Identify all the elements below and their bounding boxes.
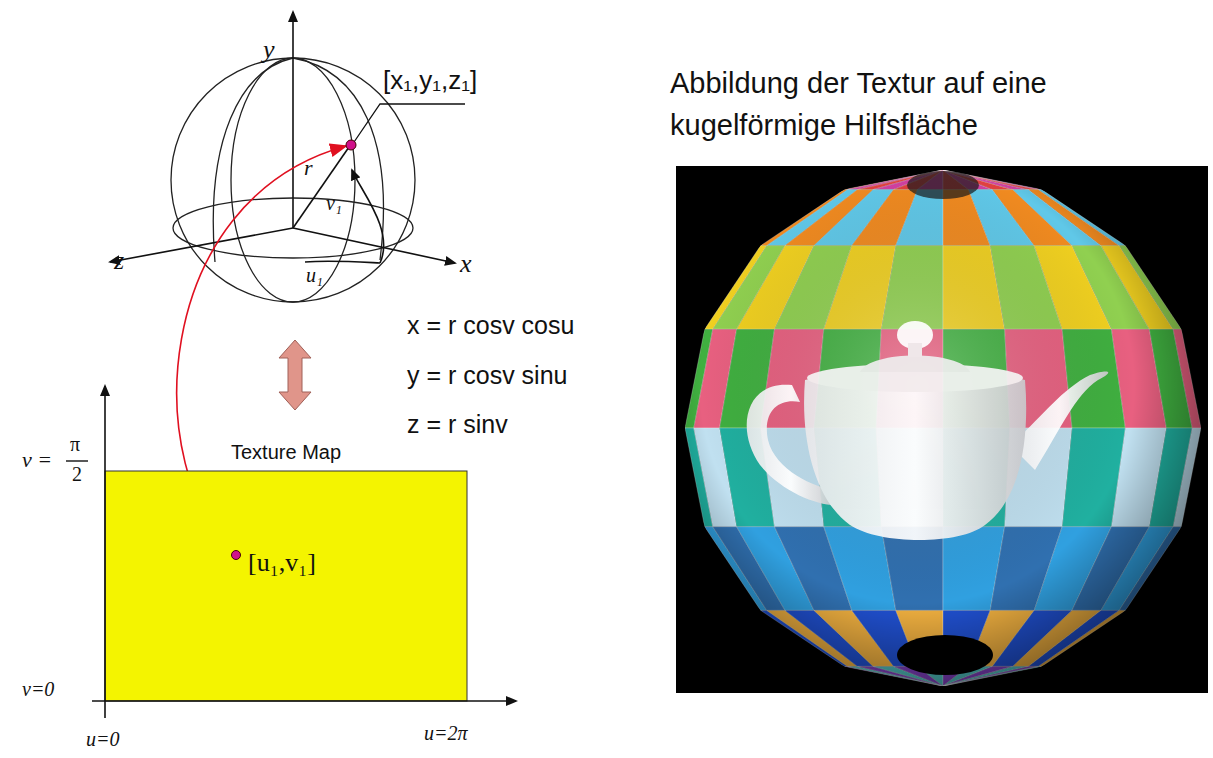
axis-value: u=2π xyxy=(424,722,468,744)
point-label: [u₁,v₁] xyxy=(248,549,316,578)
texture-map: Texture Map[u₁,v₁] xyxy=(105,471,467,701)
angle-label: u₁ xyxy=(306,264,323,286)
axis-value: v = xyxy=(22,448,52,472)
equation: z = r sinv xyxy=(407,411,508,439)
point-label: [x₁,y₁,z₁] xyxy=(383,66,477,95)
radius-label: r xyxy=(304,156,313,180)
equation: x = r cosv cosu xyxy=(407,312,574,340)
axis-label: y xyxy=(263,36,275,65)
axis-value: u=0 xyxy=(86,728,120,750)
axis-value: 2 xyxy=(72,463,82,485)
angle-label: v₁ xyxy=(326,192,342,214)
equation: y = r cosv sinu xyxy=(407,362,567,390)
axis-label: x xyxy=(460,250,472,279)
axis-value: v=0 xyxy=(22,678,54,700)
map-heading: Texture Map xyxy=(231,441,341,463)
title: Abbildung der Textur auf eine kugelförmi… xyxy=(670,62,1180,146)
axis-label: z xyxy=(114,247,124,276)
axis-value: π xyxy=(70,433,80,455)
